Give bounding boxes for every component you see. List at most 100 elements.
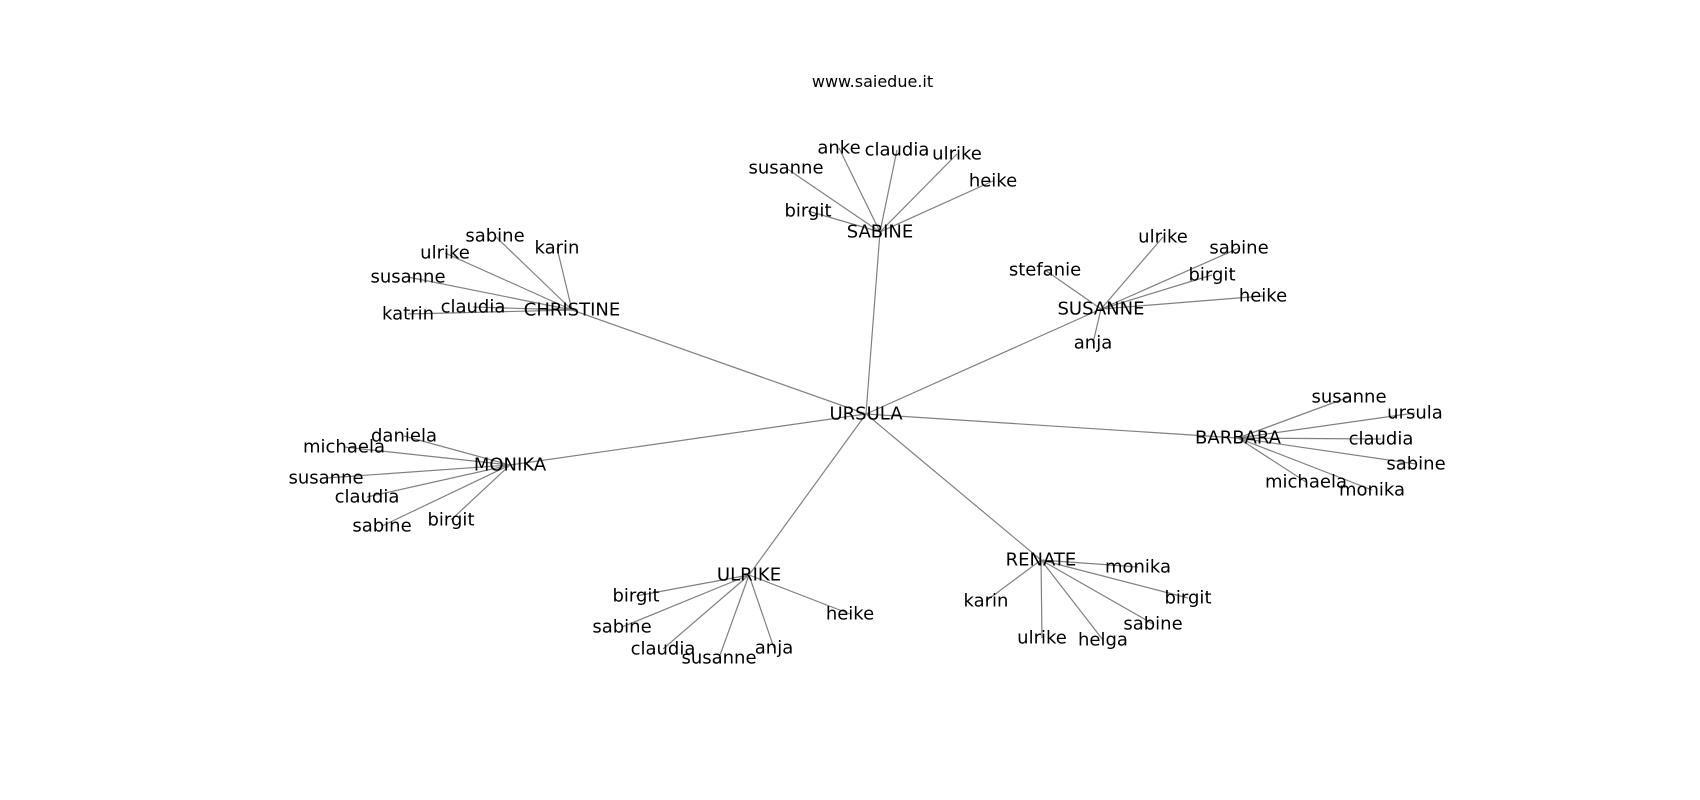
edge-hub-leaf: [1044, 269, 1102, 310]
edge-root-hub-barbara: [865, 413, 1239, 439]
edge-hub-leaf: [407, 276, 573, 311]
edge-hub-leaf: [343, 446, 511, 466]
edge-hub-leaf: [556, 247, 573, 311]
hub-node-label-sabine: SABINE: [847, 222, 914, 243]
edge-root-hub-ulrike: [748, 413, 867, 576]
edge-hub-leaf: [472, 306, 573, 311]
leaf-node-label: karin: [964, 591, 1009, 612]
leaf-node-label: claudia: [865, 140, 930, 161]
edge-hub-leaf: [718, 574, 750, 659]
leaf-node-label: birgit: [1165, 588, 1212, 609]
edge-hub-leaf: [1100, 274, 1213, 310]
edge-hub-leaf: [662, 574, 750, 650]
leaf-node-label: heike: [826, 604, 874, 625]
edge-hub-leaf: [444, 252, 573, 311]
edge-hub-leaf: [1040, 559, 1189, 599]
edge-hub-leaf: [1237, 437, 1417, 465]
edge-hub-leaf: [450, 464, 511, 521]
hub-node-label-susanne: SUSANNE: [1058, 299, 1145, 320]
edge-hub-leaf: [1237, 437, 1373, 491]
edge-hub-leaf: [1040, 559, 1154, 625]
leaf-node-label: claudia: [631, 639, 696, 660]
leaf-node-label: ulrike: [932, 144, 982, 165]
leaf-node-label: anke: [817, 138, 860, 159]
edge-hub-leaf: [621, 574, 750, 628]
edge-hub-leaf: [1237, 412, 1416, 439]
leaf-node-label: claudia: [335, 487, 400, 508]
edge-hub-leaf: [325, 464, 511, 479]
leaf-node-label: sabine: [1209, 238, 1268, 259]
leaf-node-label: ulrike: [1017, 628, 1067, 649]
leaf-node-label: heike: [1239, 286, 1287, 307]
leaf-node-label: sabine: [1386, 454, 1445, 475]
leaf-node-label: susanne: [748, 158, 823, 179]
edge-hub-leaf: [1040, 559, 1043, 639]
hub-node-label-barbara: BARBARA: [1195, 428, 1282, 449]
edge-hub-leaf: [879, 149, 898, 233]
leaf-node-label: susanne: [681, 648, 756, 669]
leaf-node-label: birgit: [785, 201, 832, 222]
leaf-node-label: birgit: [613, 586, 660, 607]
edge-hub-leaf: [879, 153, 958, 233]
leaf-node-label: heike: [969, 171, 1017, 192]
root-node-label: URSULA: [829, 404, 903, 425]
leaf-node-label: stefanie: [1009, 260, 1081, 281]
edge-hub-leaf: [403, 435, 511, 466]
edge-hub-leaf: [748, 574, 775, 649]
leaf-node-label: ulrike: [1138, 227, 1188, 248]
edge-root-hub-christine: [571, 309, 867, 415]
leaf-node-label: anja: [755, 638, 793, 659]
leaf-node-label: birgit: [428, 510, 475, 531]
hub-node-label-christine: CHRISTINE: [524, 300, 621, 321]
leaf-node-label: michaela: [303, 437, 385, 458]
leaf-node-label: susanne: [1311, 387, 1386, 408]
leaf-node-label: ursula: [1387, 403, 1443, 424]
edge-hub-leaf: [838, 147, 881, 233]
leaf-node-label: sabine: [352, 516, 411, 537]
edge-hub-leaf: [1100, 295, 1264, 310]
leaf-node-label: michaela: [1265, 472, 1347, 493]
leaf-node-label: katrin: [382, 304, 434, 325]
edge-hub-leaf: [1100, 236, 1164, 310]
leaf-node-label: claudia: [441, 297, 506, 318]
edges-layer: [325, 147, 1417, 659]
edge-hub-leaf: [1040, 559, 1139, 568]
hub-node-label-renate: RENATE: [1006, 550, 1077, 571]
leaf-node-label: sabine: [1123, 614, 1182, 635]
edge-hub-leaf: [807, 210, 881, 233]
leaf-node-label: sabine: [592, 617, 651, 638]
leaf-node-label: anja: [1074, 333, 1112, 354]
edge-hub-leaf: [1237, 396, 1350, 439]
page-title: www.saiedue.it: [811, 72, 934, 91]
edge-hub-leaf: [1092, 308, 1102, 344]
hub-node-label-monika: MONIKA: [474, 455, 547, 476]
edge-hub-leaf: [494, 235, 573, 311]
leaf-node-label: daniela: [371, 426, 437, 447]
edge-hub-leaf: [381, 464, 511, 527]
leaf-node-label: helga: [1078, 630, 1128, 651]
edge-hub-leaf: [1040, 559, 1104, 641]
edge-hub-leaf: [366, 464, 511, 498]
leaf-node-label: monika: [1105, 557, 1171, 578]
edge-root-hub-sabine: [865, 231, 881, 415]
edge-hub-leaf: [985, 559, 1042, 602]
edge-hub-leaf: [1237, 437, 1307, 483]
leaf-node-label: sabine: [465, 226, 524, 247]
edge-root-hub-renate: [865, 413, 1042, 561]
leaf-node-label: monika: [1339, 480, 1405, 501]
edge-hub-leaf: [879, 180, 994, 233]
hub-node-label-ulrike: ULRIKE: [717, 565, 781, 586]
leaf-node-label: susanne: [370, 267, 445, 288]
edge-hub-leaf: [1100, 247, 1240, 310]
edge-root-hub-susanne: [865, 308, 1102, 415]
leaf-node-label: susanne: [288, 468, 363, 489]
leaf-node-label: birgit: [1189, 265, 1236, 286]
edge-root-hub-monika: [509, 413, 867, 466]
edge-hub-leaf: [748, 574, 851, 615]
leaf-node-label: claudia: [1349, 429, 1414, 450]
leaf-node-label: karin: [535, 238, 580, 259]
edge-hub-leaf: [407, 309, 573, 315]
